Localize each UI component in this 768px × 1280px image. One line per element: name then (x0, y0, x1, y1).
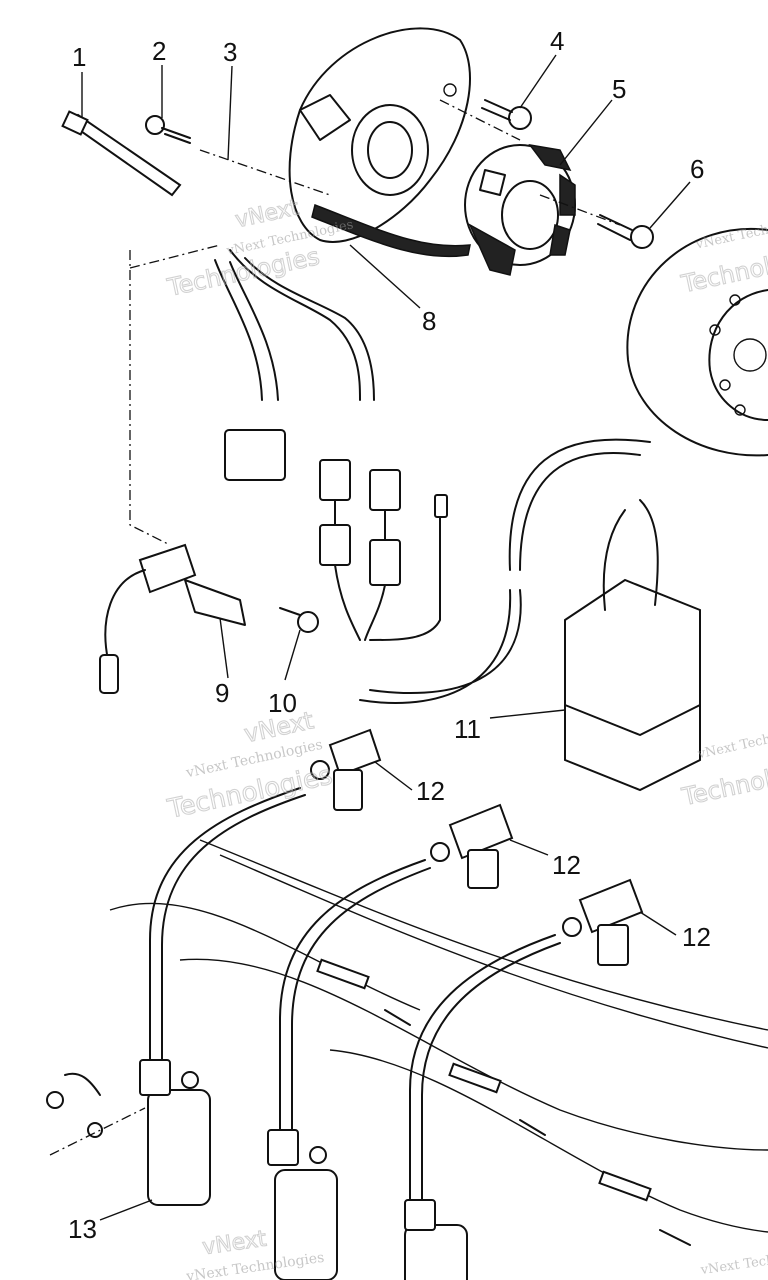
svg-text:vNext Technologies: vNext Technologies (699, 1245, 768, 1278)
bolt-6 (597, 214, 654, 249)
spark-plug-cap-2 (430, 803, 514, 889)
callout-12-a: 12 (416, 776, 445, 806)
spark-plug-cap-1 (310, 728, 382, 811)
cdi-module (359, 438, 701, 792)
stator-coil (464, 143, 576, 276)
callout-12-b: 12 (552, 850, 581, 880)
ignition-coil-2 (267, 1129, 338, 1280)
high-tension-leads (149, 787, 561, 1221)
stator-plate (288, 27, 471, 243)
callout-11: 11 (454, 714, 481, 744)
svg-text:vNext: vNext (201, 1227, 268, 1261)
callout-13: 13 (68, 1214, 97, 1244)
callout-1: 1 (72, 42, 86, 72)
svg-text:vNext Technologies: vNext Technologies (694, 211, 768, 253)
callout-6: 6 (690, 154, 704, 184)
stator-leads-cable (214, 203, 471, 401)
reference-line-1 (129, 250, 171, 546)
reference-line-5 (539, 194, 621, 226)
spark-plug-cap-3 (562, 878, 644, 966)
watermark-3: vNext Technologies Technologies (678, 211, 768, 299)
watermark-2: vNext vNext Technologies Technologies (164, 706, 336, 826)
svg-text:vNext Technologies: vNext Technologies (696, 721, 768, 763)
watermark-6: vNext Technologies (699, 1245, 768, 1278)
reference-line-3 (199, 149, 331, 196)
sensor-bracket (99, 543, 319, 694)
reference-line-2 (129, 244, 221, 269)
ground-wire (46, 1072, 146, 1156)
svg-text:vNext: vNext (233, 195, 301, 233)
harness-connectors (224, 429, 448, 641)
callout-8: 8 (422, 306, 436, 336)
watermark-1: vNext vNext Technologies Technologies (164, 195, 355, 303)
callout-10: 10 (268, 688, 297, 718)
callout-5: 5 (612, 74, 626, 104)
screw-2 (145, 115, 191, 144)
callout-4: 4 (550, 26, 564, 56)
cable-tie (61, 110, 182, 197)
engine-outline (109, 839, 768, 1246)
flywheel (626, 227, 768, 457)
ignition-coil-1 (139, 1059, 211, 1206)
callout-3: 3 (223, 37, 237, 67)
ignition-coil-3 (404, 1199, 468, 1280)
svg-text:Technologies: Technologies (678, 239, 768, 299)
reference-line-4 (439, 99, 521, 141)
callout-9: 9 (215, 678, 229, 708)
callout-2: 2 (152, 36, 166, 66)
leader-lines (81, 54, 691, 1221)
callout-12-c: 12 (682, 922, 711, 952)
